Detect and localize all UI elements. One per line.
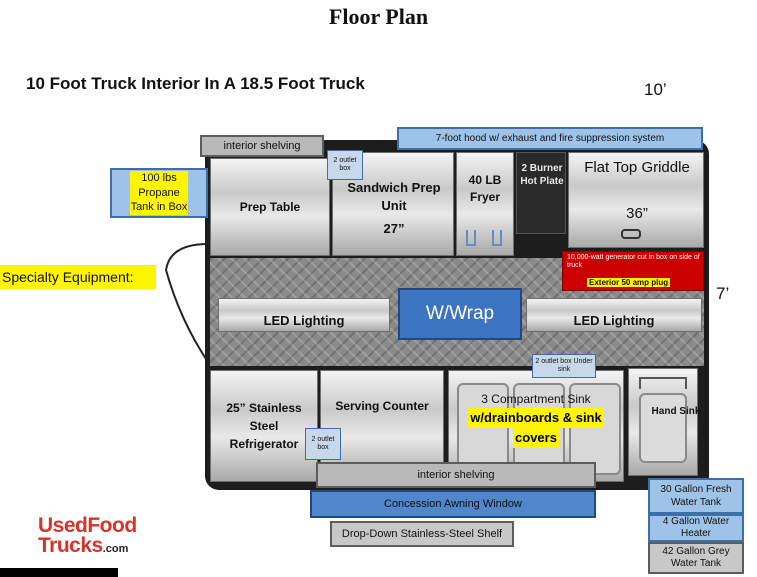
generator-box: 10,000-watt generator cut in box on side… [562,251,704,291]
exterior-plug-label: Exterior 50 amp plug [587,278,671,287]
sink-label-line3: covers [513,428,559,449]
sink-label-line2: w/drainboards & sink [468,408,604,429]
outlet-box-bottom: 2 outlet box [305,428,341,460]
hand-sink: Hand Sink [628,368,700,476]
fryer-basket-left [466,230,476,246]
logo-line1: UsedFood [38,514,137,537]
sink-label-highlight: w/drainboards & sink covers [466,408,606,452]
width-dimension: 7’ [716,284,730,303]
hand-sink-label: Hand Sink [651,406,701,417]
hot-plate: 2 Burner Hot Plate [516,152,566,234]
water-heater: 4 Gallon Water Heater [648,514,744,542]
page-title: Floor Plan [328,4,429,29]
length-dimension: 10’ [644,80,667,99]
sink-label-line1: 3 Compartment Sink [481,392,591,406]
logo-suffix: .com [102,543,129,555]
generator-note: 10,000-watt generator cut in box on side… [567,254,700,270]
fresh-water-tank: 30 Gallon Fresh Water Tank [648,478,744,514]
sandwich-prep-size: 27” [383,221,405,236]
grey-water-tank: 42 Gallon Grey Water Tank [648,542,744,574]
propane-tank-label: 100 lbs Propane Tank in Box [130,170,188,216]
subtitle: 10 Foot Truck Interior In A 18.5 Foot Tr… [26,74,365,93]
griddle-size: 36” [626,205,648,222]
outlet-box-under-sink: 2 outlet box Under sink [532,354,596,378]
led-lighting-right: LED Lighting [526,298,702,332]
concession-awning-window: Concession Awning Window [310,490,596,518]
hood-system: 7-foot hood w/ exhaust and fire suppress… [397,127,703,150]
griddle-knob [621,229,641,239]
interior-shelving-top: interior shelving [200,135,324,157]
outlet-box-top: 2 outlet box [327,150,363,180]
wrap-label: W/Wrap [398,288,522,340]
sandwich-prep-label: Sandwich Prep Unit [347,180,441,213]
flat-top-griddle: Flat Top Griddle 36” [568,152,704,248]
prep-table: Prep Table [210,158,330,256]
stainless-refrigerator: 25” Stainless Steel Refrigerator [210,370,318,482]
connector-curve [164,243,209,363]
specialty-equipment-label: Specialty Equipment: [0,265,156,289]
logo-line2: Trucks [38,534,103,557]
hot-plate-label: 2 Burner Hot Plate [520,163,564,187]
fryer-basket-right [492,230,502,246]
hand-sink-faucet [639,377,687,389]
usedfoodtrucks-logo: UsedFood Trucks.com [38,514,158,558]
drop-down-shelf: Drop-Down Stainless-Steel Shelf [330,521,514,547]
fryer: 40 LB Fryer [456,152,514,256]
footer-bar [0,568,118,577]
propane-tank-box: 100 lbs Propane Tank in Box [110,168,208,218]
griddle-label: Flat Top Griddle [584,159,690,176]
led-lighting-left: LED Lighting [218,298,390,332]
interior-shelving-bottom: interior shelving [316,462,596,488]
